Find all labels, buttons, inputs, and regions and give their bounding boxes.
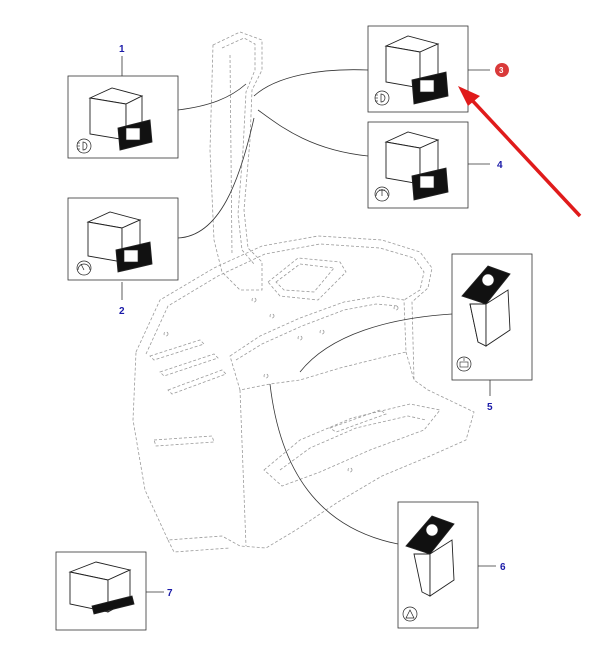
part-box-1[interactable] (67, 75, 179, 159)
rocker-switch-1 (88, 87, 153, 151)
hazard-icon (402, 606, 418, 622)
headlight-icon (76, 138, 92, 154)
callout-4: 4 (497, 160, 503, 171)
work-light-icon (456, 356, 472, 372)
cab-console-outline (132, 31, 475, 553)
part-box-2[interactable] (67, 197, 179, 281)
callout-3: 3 (499, 66, 504, 75)
rocker-switch-5 (461, 265, 511, 347)
rocker-switch-3 (384, 35, 449, 105)
part-box-5[interactable] (451, 253, 533, 381)
callout-1: 1 (119, 44, 125, 55)
callout-7: 7 (167, 588, 173, 599)
callout-5: 5 (487, 402, 493, 413)
highlight-arrow (458, 86, 582, 218)
leader-lines (121, 56, 496, 593)
part-box-4[interactable] (367, 121, 469, 209)
part-box-6[interactable] (397, 501, 479, 629)
washer-icon (374, 186, 390, 202)
callout-3-badge: 3 (495, 63, 509, 77)
rocker-switch-6 (405, 515, 455, 597)
rocker-switch-4 (384, 131, 449, 201)
wiper-icon (76, 260, 92, 276)
callout-2: 2 (119, 306, 125, 317)
blank-cover-plug (68, 561, 135, 615)
callout-labels: 1 2 3 4 5 6 7 (119, 44, 509, 599)
rocker-switch-2 (86, 211, 153, 273)
part-box-3[interactable] (367, 25, 469, 113)
callout-6: 6 (500, 562, 506, 573)
headlight-icon (374, 90, 390, 106)
part-box-7[interactable] (55, 551, 147, 631)
